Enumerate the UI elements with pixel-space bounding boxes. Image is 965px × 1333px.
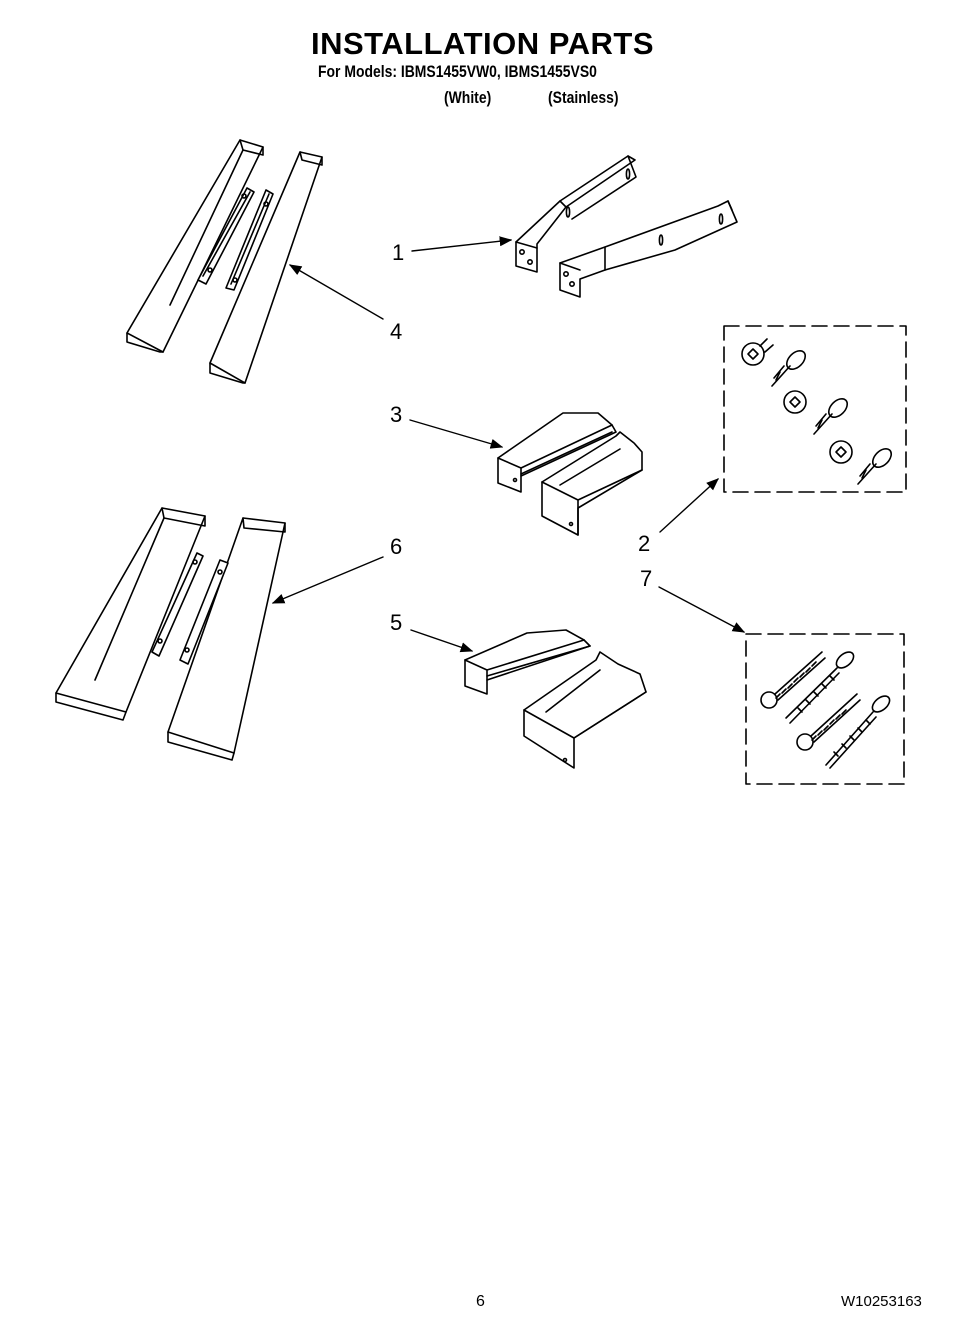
leader-arrows — [271, 236, 746, 653]
part-4-trim-strips — [126, 139, 323, 384]
callout-3: 3 — [390, 402, 402, 427]
leader-2 — [659, 478, 719, 533]
truss-screw-3 — [829, 440, 893, 485]
callout-2: 2 — [638, 531, 650, 556]
callout-6: 6 — [390, 534, 402, 559]
variant-white-label: (White) — [444, 88, 492, 107]
truss-screw-2 — [783, 390, 849, 435]
leader-6 — [271, 556, 384, 604]
callout-5: 5 — [390, 610, 402, 635]
wood-screw-4 — [825, 695, 891, 769]
callout-labels: 1 4 3 2 6 7 5 — [390, 240, 652, 635]
leader-4 — [288, 264, 384, 320]
wood-screw-2 — [785, 651, 855, 724]
part-3-cover-brackets — [497, 412, 643, 536]
callout-7: 7 — [640, 566, 652, 591]
part-6-trim-strips — [55, 507, 286, 761]
part-1-mounting-brackets — [515, 155, 738, 298]
leader-7 — [658, 586, 746, 633]
page-title: INSTALLATION PARTS — [310, 26, 655, 61]
wood-screw-3 — [796, 693, 861, 751]
wood-screw-1 — [760, 651, 826, 709]
models-line: For Models: IBMS1455VW0, IBMS1455VS0 — [318, 62, 597, 81]
truss-screw-1 — [741, 338, 807, 387]
callout-4: 4 — [390, 319, 402, 344]
callout-1: 1 — [392, 240, 404, 265]
leader-3 — [409, 419, 504, 449]
page-number: 6 — [476, 1293, 485, 1310]
part-2-screw-kit — [723, 325, 907, 493]
variant-stainless-label: (Stainless) — [548, 88, 619, 107]
part-5-cover-brackets — [464, 629, 647, 769]
leader-1 — [411, 236, 513, 252]
leader-5 — [410, 629, 474, 653]
part-7-wood-screw-kit — [745, 633, 905, 785]
document-number: W10253163 — [841, 1293, 922, 1310]
